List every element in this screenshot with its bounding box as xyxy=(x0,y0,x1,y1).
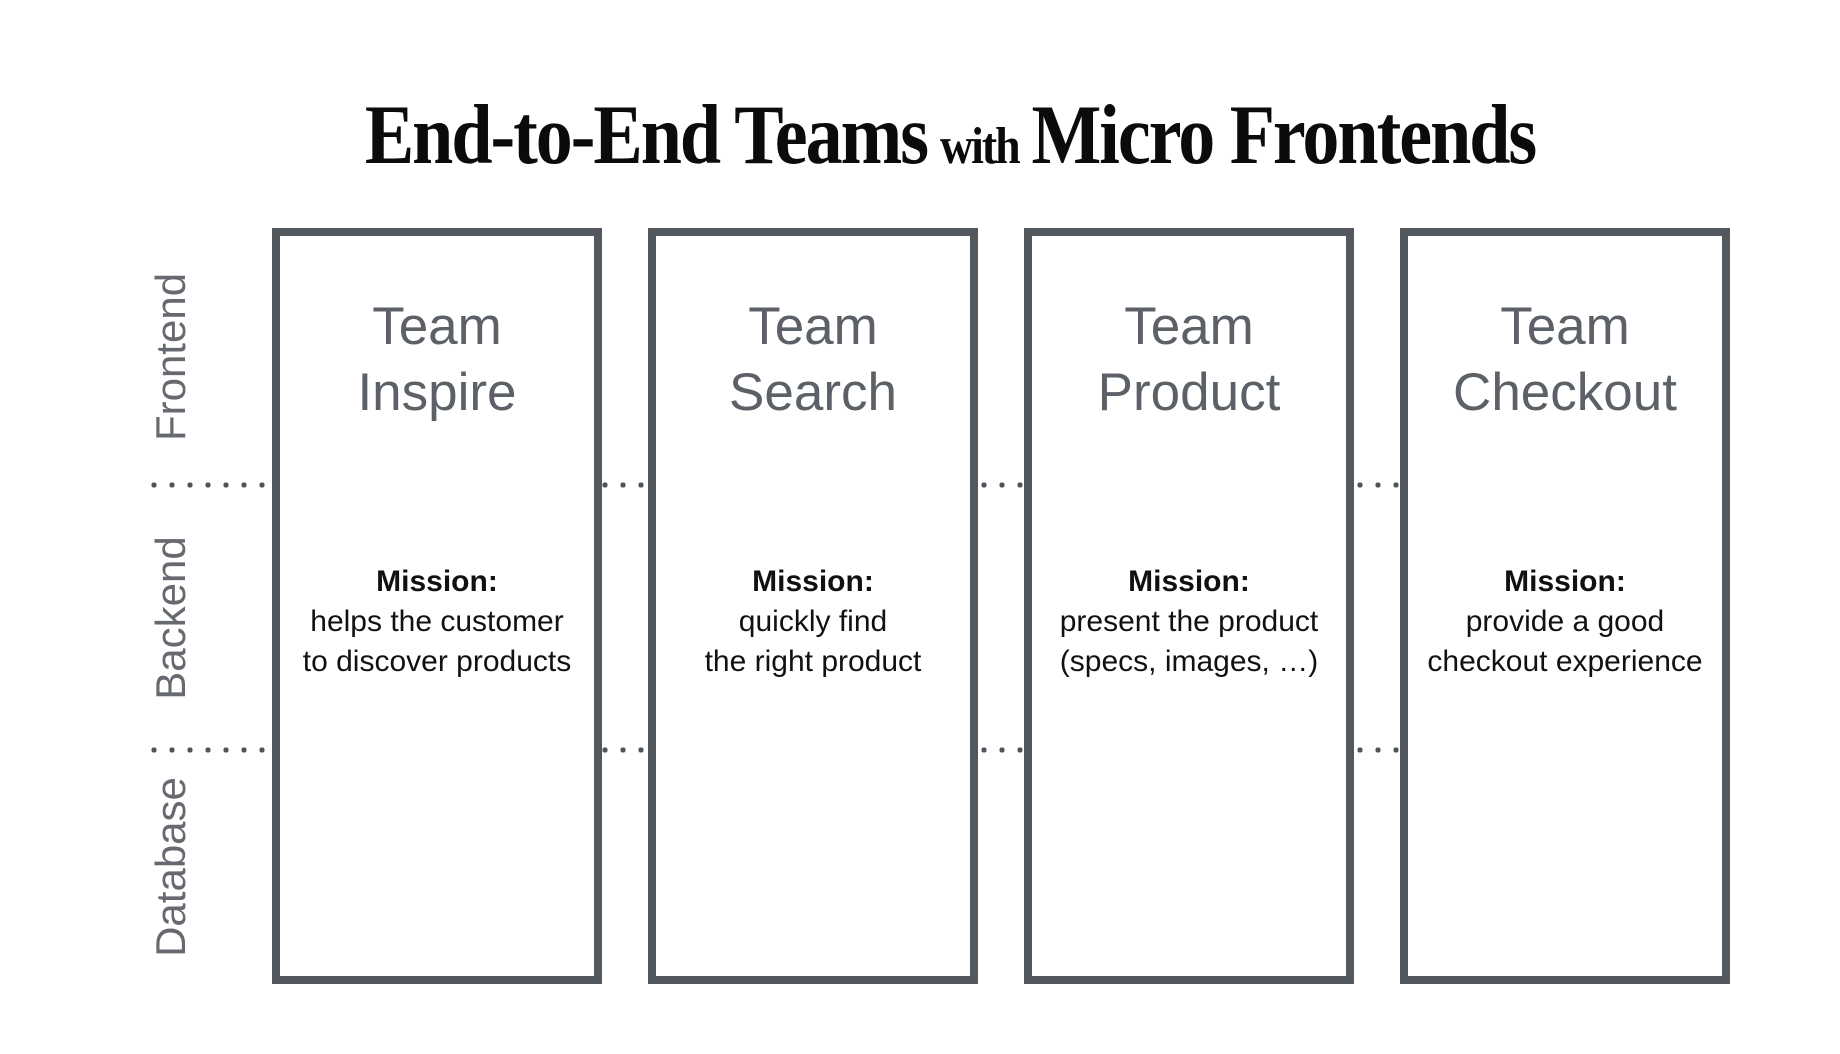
frontend-backend-separator-gap2 xyxy=(975,481,1029,489)
mission-heading: Mission: xyxy=(1128,565,1250,598)
team-box-search: Team Search Mission: quickly find the ri… xyxy=(648,228,978,984)
mission-line1: present the product xyxy=(1059,605,1319,638)
frontend-backend-separator-left xyxy=(145,481,271,489)
mission-line2: to discover products xyxy=(302,645,572,678)
team-mission: Mission: provide a good checkout experie… xyxy=(1408,562,1722,682)
mission-heading: Mission: xyxy=(752,565,874,598)
title-segment-after: Micro Frontends xyxy=(1031,88,1537,183)
backend-database-separator-left xyxy=(145,746,271,754)
mission-line1: quickly find xyxy=(738,605,888,638)
layer-label-database: Database xyxy=(147,777,194,957)
team-name-line1: Team xyxy=(1500,297,1630,356)
backend-database-separator-gap2 xyxy=(975,746,1029,754)
mission-heading: Mission: xyxy=(376,565,498,598)
layer-label-backend: Backend xyxy=(147,536,194,700)
mission-line1: helps the customer xyxy=(310,605,564,638)
team-mission: Mission: helps the customer to discover … xyxy=(280,562,594,682)
mission-line2: (specs, images, …) xyxy=(1059,645,1319,678)
team-box-checkout: Team Checkout Mission: provide a good ch… xyxy=(1400,228,1730,984)
team-name-line1: Team xyxy=(1124,297,1254,356)
team-name-line2: Inspire xyxy=(357,363,517,422)
mission-line2: checkout experience xyxy=(1427,645,1703,678)
team-box-inspire: Team Inspire Mission: helps the customer… xyxy=(272,228,602,984)
team-name-line2: Search xyxy=(729,363,897,422)
mission-heading: Mission: xyxy=(1504,565,1626,598)
mission-line2: the right product xyxy=(704,645,922,678)
team-mission: Mission: present the product (specs, ima… xyxy=(1032,562,1346,682)
team-mission: Mission: quickly find the right product xyxy=(656,562,970,682)
team-name: Team Search xyxy=(656,294,970,426)
team-name-line1: Team xyxy=(748,297,878,356)
frontend-backend-separator-gap3 xyxy=(1351,481,1405,489)
team-box-product: Team Product Mission: present the produc… xyxy=(1024,228,1354,984)
mission-line1: provide a good xyxy=(1465,605,1665,638)
frontend-backend-separator-gap1 xyxy=(596,481,650,489)
team-name-line2: Product xyxy=(1097,363,1281,422)
team-name: Team Checkout xyxy=(1408,294,1722,426)
title-segment-before: End-to-End Teams xyxy=(364,88,929,183)
team-name: Team Inspire xyxy=(280,294,594,426)
layer-label-frontend: Frontend xyxy=(147,272,194,442)
backend-database-separator-gap3 xyxy=(1351,746,1405,754)
team-name: Team Product xyxy=(1032,294,1346,426)
team-name-line1: Team xyxy=(372,297,502,356)
backend-database-separator-gap1 xyxy=(596,746,650,754)
team-name-line2: Checkout xyxy=(1453,363,1677,422)
title-connector: with xyxy=(939,116,1021,175)
